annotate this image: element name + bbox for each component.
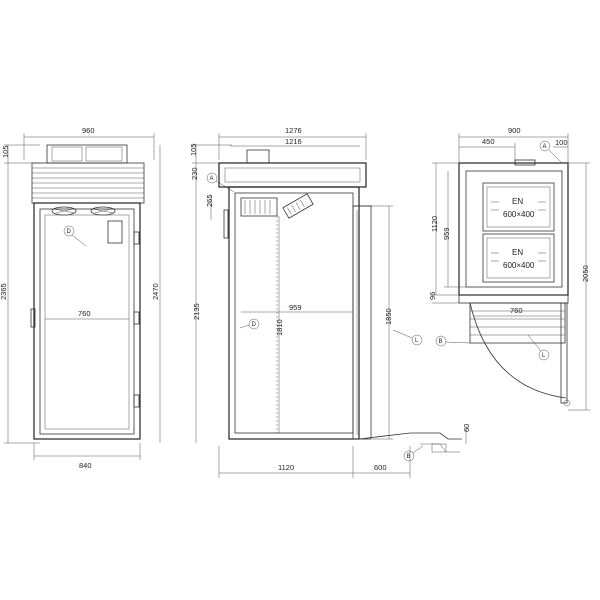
side-left-handle <box>223 209 229 239</box>
side-dim-2135: 2135 <box>192 303 201 320</box>
side-callout-d <box>248 318 260 330</box>
front-door-handle <box>30 308 36 328</box>
side-dim-60: 60 <box>462 424 471 432</box>
top-dim-959: 959 <box>442 227 451 240</box>
side-dim-265: 265 <box>205 194 214 207</box>
side-top-unit <box>218 162 367 188</box>
tray-2-label-line1: EN <box>512 248 523 257</box>
side-dim-600: 600 <box>374 463 387 472</box>
side-evaporator <box>240 197 278 217</box>
front-hinge-mid <box>133 311 140 325</box>
side-dim-1810: 1810 <box>275 319 284 336</box>
side-door <box>352 205 372 440</box>
side-dim-1216: 1216 <box>285 137 302 146</box>
top-dim-760: 760 <box>510 306 523 315</box>
side-dim-1850: 1850 <box>384 308 393 325</box>
front-dim-2365: 2365 <box>0 283 8 300</box>
svg-text:L: L <box>415 338 419 344</box>
front-dim-760: 760 <box>78 309 91 318</box>
side-body <box>228 186 360 440</box>
top-door-swing <box>469 302 567 399</box>
svg-text:D: D <box>67 229 72 235</box>
top-view: 900 450 100 A EN 600×400 EN 600×400 <box>428 126 590 411</box>
side-dim-959: 959 <box>289 303 302 312</box>
top-dim-900: 900 <box>508 126 521 135</box>
svg-text:B: B <box>439 339 443 345</box>
front-cabinet <box>33 202 141 440</box>
front-dim-105: 105 <box>1 145 10 158</box>
side-view: 1276 1216 105 230 2135 265 A <box>189 126 471 478</box>
side-dim-105: 105 <box>189 143 198 156</box>
top-callout-a <box>539 140 551 152</box>
top-dim-2050: 2050 <box>581 265 590 282</box>
top-dim-1120: 1120 <box>430 216 439 232</box>
side-ramp-foot <box>431 443 447 453</box>
svg-text:A: A <box>543 144 547 150</box>
top-dim-100: 100 <box>555 138 568 147</box>
top-tray-1 <box>482 182 555 232</box>
front-view: 960 105 2365 2470 <box>0 126 161 470</box>
top-ramp-area <box>469 302 566 344</box>
front-compressor-housing <box>46 144 128 164</box>
front-hinge-bottom <box>133 394 140 408</box>
top-dim-96: 96 <box>428 292 437 300</box>
top-tray-2 <box>482 233 555 283</box>
front-dim-960: 960 <box>82 126 95 135</box>
front-control-panel <box>107 220 123 244</box>
side-dim-1276: 1276 <box>285 126 302 135</box>
side-compressor <box>246 149 270 164</box>
tray-1-label-line1: EN <box>512 197 523 206</box>
side-ramp <box>358 432 462 440</box>
svg-text:L: L <box>542 353 546 359</box>
top-door-leaf <box>560 302 568 404</box>
tray-1-label-line2: 600×400 <box>503 210 535 219</box>
side-callout-l <box>411 334 423 346</box>
front-dim-2470: 2470 <box>151 283 160 300</box>
top-callout-b <box>435 335 447 347</box>
front-hinge-top <box>133 231 140 245</box>
side-callout-a <box>206 172 218 184</box>
side-dim-230: 230 <box>190 167 199 180</box>
side-callout-b <box>403 450 415 462</box>
top-compressor <box>514 159 536 166</box>
side-fan <box>282 193 314 219</box>
svg-text:A: A <box>210 176 214 182</box>
tray-2-label-line2: 600×400 <box>503 261 535 270</box>
side-dim-1120: 1120 <box>278 463 294 472</box>
top-callout-l <box>538 349 550 361</box>
svg-text:D: D <box>252 322 257 328</box>
top-dim-450: 450 <box>482 137 495 146</box>
front-callout-d <box>63 225 75 237</box>
svg-text:B: B <box>407 454 411 460</box>
front-dim-840: 840 <box>79 461 92 470</box>
